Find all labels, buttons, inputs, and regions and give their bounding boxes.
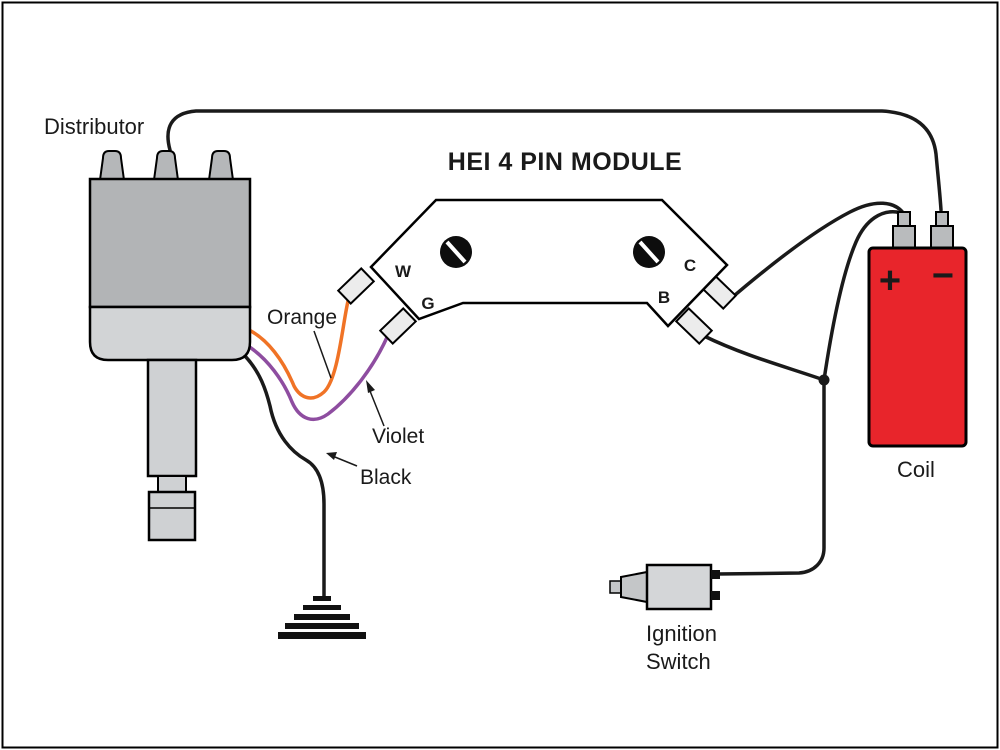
junction-to-coil-wire xyxy=(822,210,905,382)
violet-wire-label: Violet xyxy=(372,425,424,448)
black-leader-arrowhead xyxy=(326,452,337,460)
coil: + − xyxy=(867,211,968,448)
pin-label-g: G xyxy=(421,294,434,313)
orange-wire-label: Orange xyxy=(267,306,337,329)
violet-wire xyxy=(243,333,390,422)
wire-junction-dot xyxy=(818,374,830,386)
switch-terminal-top xyxy=(711,570,720,579)
pin-label-w: W xyxy=(395,262,412,281)
wires-layer xyxy=(166,109,943,598)
hei-module: W G C B xyxy=(336,198,738,346)
switch-terminal-bottom xyxy=(711,591,720,600)
distributor-cap xyxy=(88,177,252,309)
terminal-w xyxy=(336,266,376,306)
violet-leader-line xyxy=(367,385,385,427)
orange-wire xyxy=(243,295,351,400)
distributor-shaft-neck xyxy=(157,475,187,493)
distributor-cap-tower xyxy=(207,150,235,181)
coil-minus-symbol: − xyxy=(932,255,954,297)
switch-body xyxy=(645,563,713,611)
ignition-switch-wire xyxy=(715,378,826,576)
terminal-b xyxy=(674,306,714,346)
ground-bar xyxy=(303,605,341,610)
distributor-cap-tower xyxy=(98,150,126,181)
b-terminal-wire xyxy=(702,334,826,382)
ground-bar xyxy=(285,623,359,629)
coil-plus-symbol: + xyxy=(879,260,901,302)
distributor-cap-tower xyxy=(152,150,180,181)
violet-leader-arrowhead xyxy=(366,380,375,393)
ignition-switch xyxy=(609,563,720,611)
ground-bar xyxy=(294,614,350,620)
ignition-switch-label-line2: Switch xyxy=(646,649,711,674)
screw-slot xyxy=(445,240,467,264)
coil-secondary-wire xyxy=(166,109,943,212)
c-terminal-to-coil-wire xyxy=(726,201,906,303)
pin-label-b: B xyxy=(658,288,670,307)
pin-label-c: C xyxy=(684,256,696,275)
module-body xyxy=(369,198,729,328)
distributor-base xyxy=(88,305,252,362)
ignition-switch-label-line1: Ignition xyxy=(646,621,717,646)
wire-labels: Orange Violet Black xyxy=(267,306,424,489)
distributor xyxy=(88,150,252,542)
ground-bar xyxy=(278,632,366,639)
orange-leader-line xyxy=(313,330,332,379)
diagram-title: HEI 4 PIN MODULE xyxy=(448,148,682,176)
ground-bar xyxy=(313,596,331,601)
switch-connector xyxy=(620,570,648,604)
distributor-label: Distributor xyxy=(44,114,144,139)
distributor-shaft xyxy=(146,358,198,478)
switch-connector-tip xyxy=(609,580,622,594)
coil-body xyxy=(867,246,968,448)
black-ground-wire xyxy=(243,354,326,598)
coil-label: Coil xyxy=(897,457,935,482)
screw-slot xyxy=(638,240,660,264)
terminal-g xyxy=(378,306,418,346)
ground-symbol xyxy=(278,596,366,639)
black-wire-label: Black xyxy=(360,466,412,489)
distributor-drive-gear xyxy=(147,490,197,542)
